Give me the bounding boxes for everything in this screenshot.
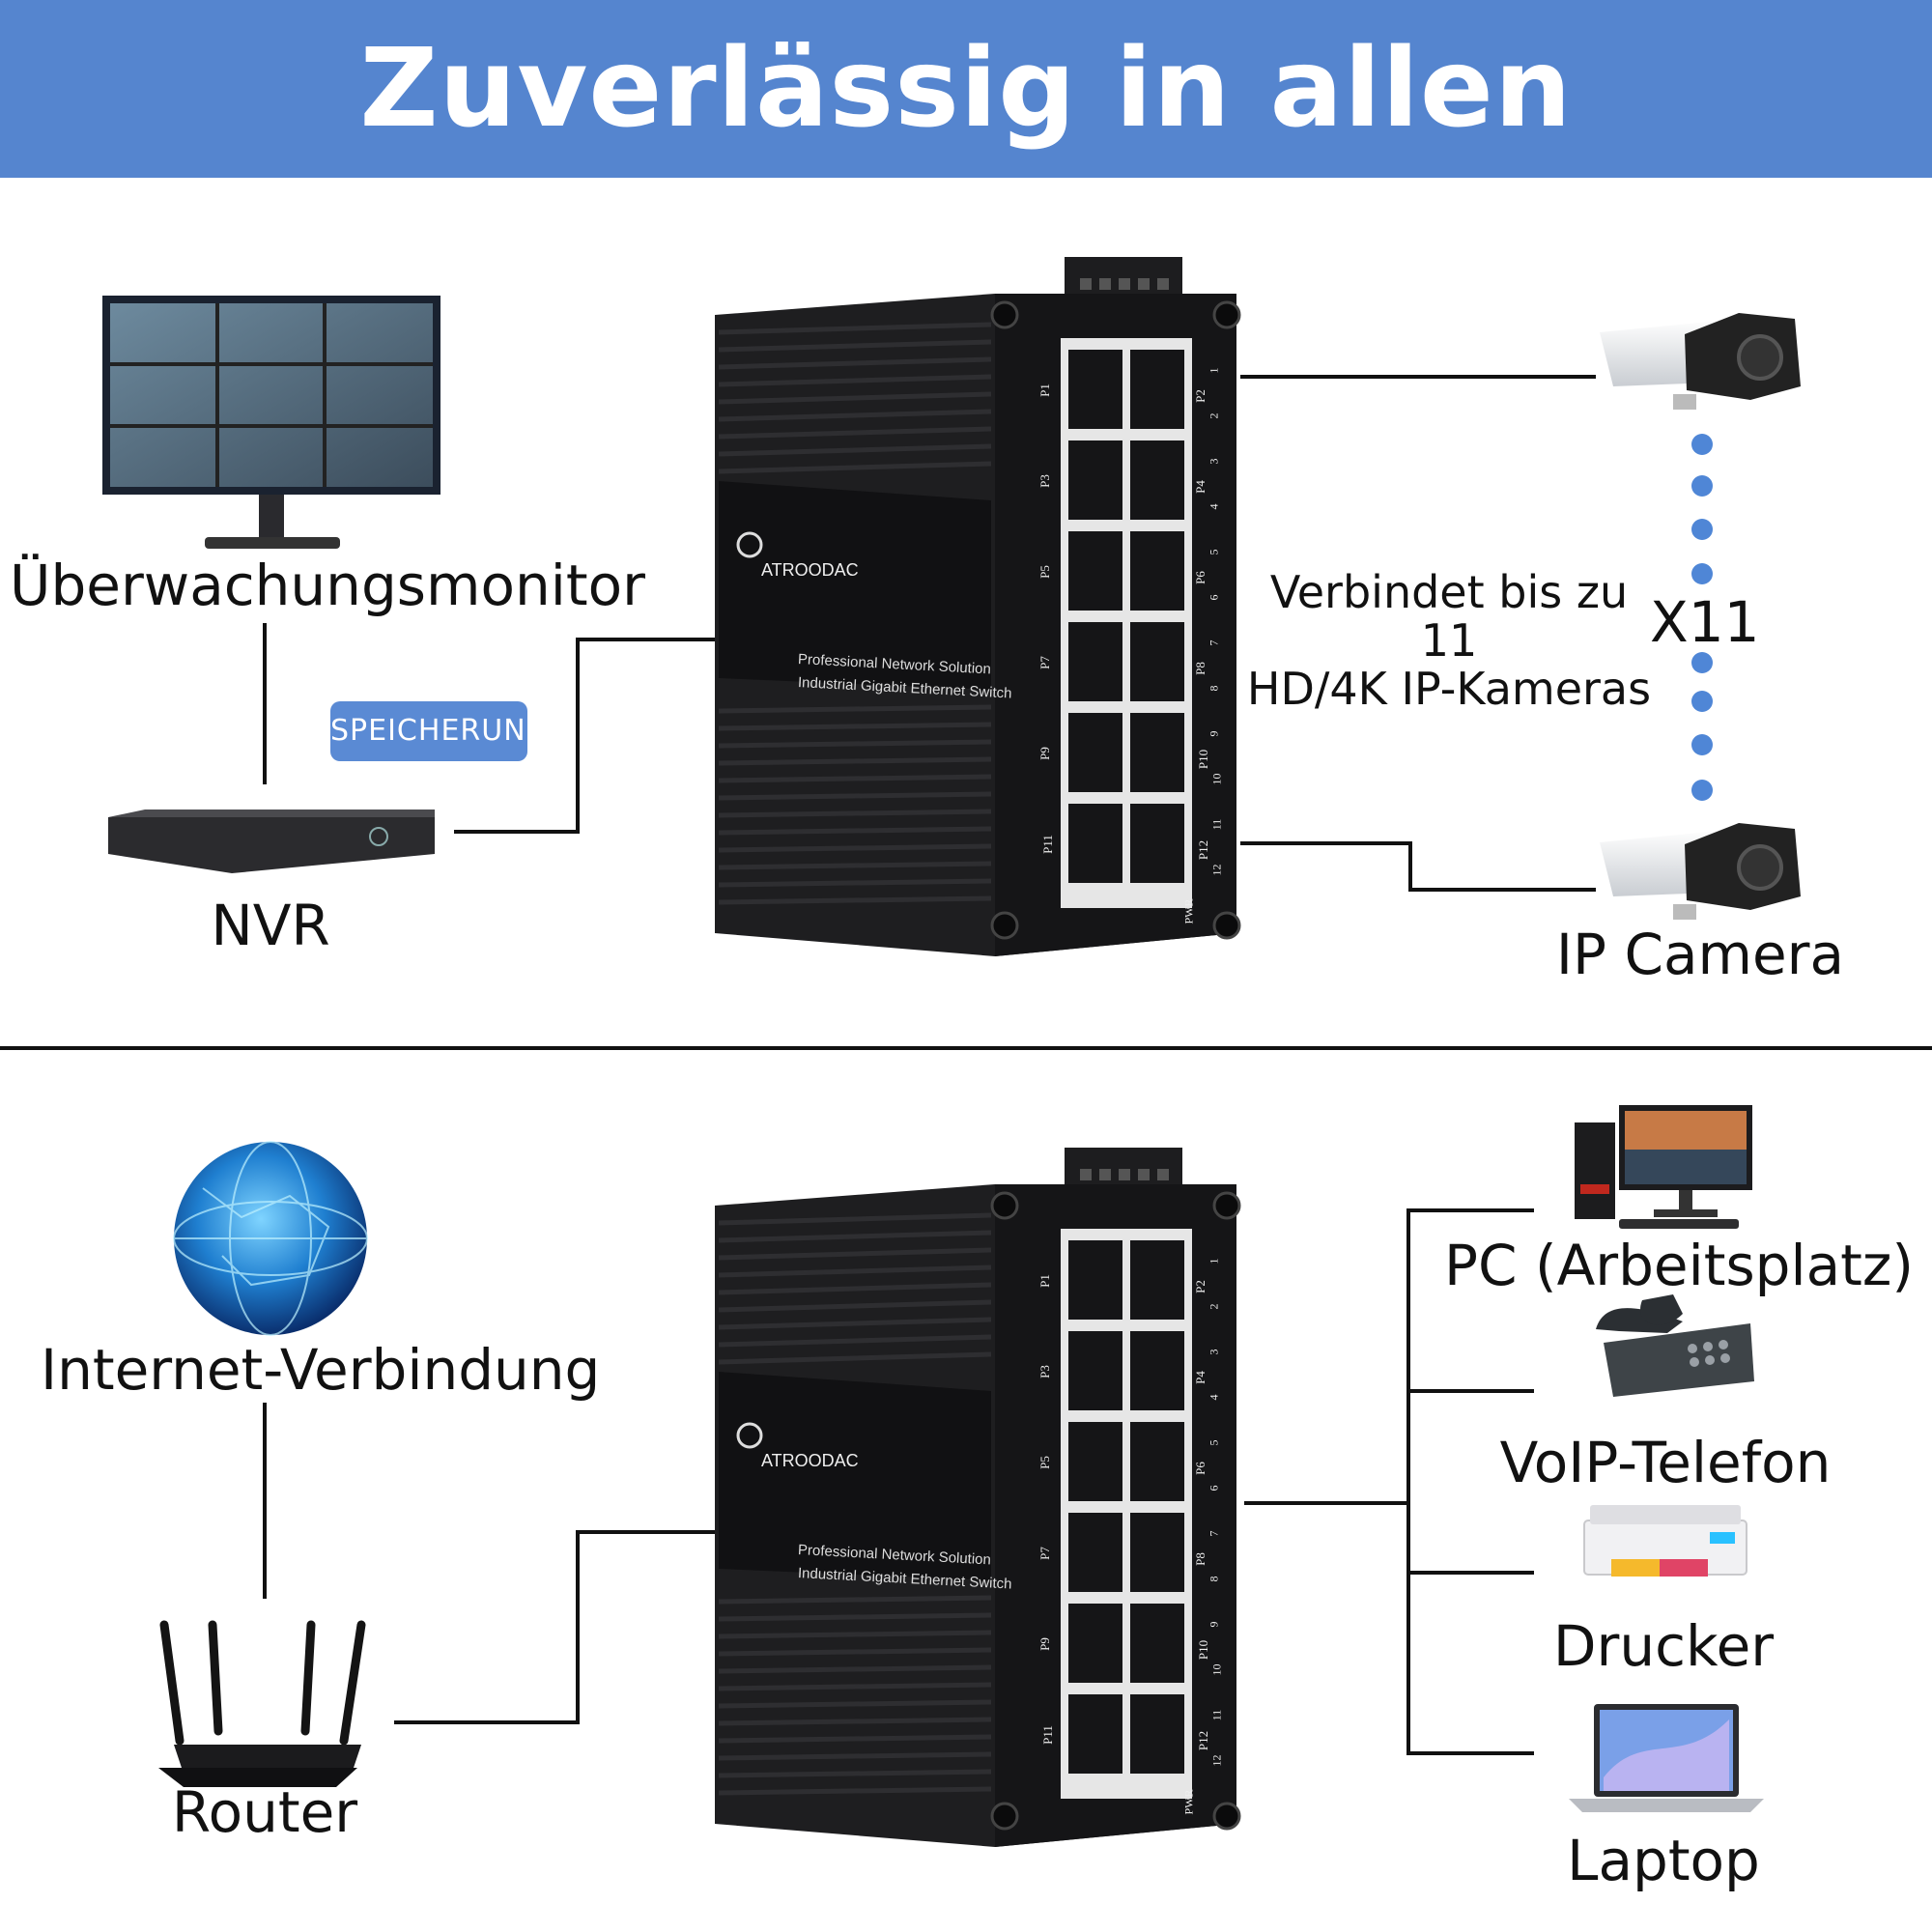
port-number: 1: [1207, 1258, 1221, 1264]
port-number: 5: [1207, 549, 1221, 555]
port-number: 12: [1209, 864, 1224, 876]
port-label-left: P7: [1037, 656, 1052, 669]
port-number: 2: [1207, 412, 1221, 419]
port-label-right: P4: [1192, 1371, 1208, 1384]
ip-camera-icon: [1600, 823, 1801, 920]
device-label-laptop: Laptop: [1567, 1828, 1760, 1893]
port-label-left: P9: [1037, 747, 1052, 760]
section-divider: [0, 1046, 1932, 1050]
router-label: Router: [171, 1779, 358, 1845]
port-number: 11: [1209, 1709, 1224, 1721]
port-number: 5: [1207, 1439, 1221, 1446]
device-label-printer: Drucker: [1552, 1613, 1775, 1679]
port-label-left: P3: [1037, 1365, 1052, 1378]
port-label-right: P2: [1192, 1280, 1208, 1293]
printer-icon: [1583, 1505, 1747, 1577]
port-number: 6: [1207, 1485, 1221, 1492]
port-label-left: P7: [1037, 1547, 1052, 1560]
port-label-right: P2: [1192, 389, 1208, 403]
port-label-right: P6: [1192, 571, 1208, 584]
port-label-left: P5: [1037, 1456, 1052, 1469]
router-icon: [158, 1620, 366, 1787]
port-number: 10: [1209, 1663, 1224, 1676]
monitor-label: Überwachungsmonitor: [10, 553, 645, 618]
desk-phone-icon: [1596, 1294, 1754, 1397]
port-label-left: P9: [1037, 1637, 1052, 1651]
ethernet-switch-icon: [715, 1148, 1239, 1847]
port-label-left: P11: [1039, 835, 1055, 854]
port-label-left: P5: [1037, 565, 1052, 579]
device-label-pc: PC (Arbeitsplatz): [1444, 1233, 1914, 1298]
globe-icon: [173, 1141, 368, 1336]
port-label-right: P10: [1196, 749, 1211, 770]
switch-top-brand: ATROODAC: [761, 560, 859, 580]
port-number: 4: [1207, 503, 1221, 510]
port-number: 11: [1209, 818, 1224, 831]
nvr-label: NVR: [211, 893, 330, 958]
surveillance-monitor-icon: [102, 296, 440, 549]
ip-camera-icon: [1600, 313, 1801, 410]
port-number: 12: [1209, 1754, 1224, 1767]
annotation-line-2: 11: [1420, 614, 1478, 667]
nvr-recorder-icon: [108, 810, 435, 873]
port-label-right: P8: [1192, 1552, 1208, 1566]
internet-label: Internet-Verbindung: [41, 1337, 601, 1403]
port-label-left: P3: [1037, 474, 1052, 488]
page-title: Zuverlässig in allen Einsatzbereichen: [359, 26, 1573, 329]
annotation-line-1: Verbindet bis zu: [1269, 566, 1629, 618]
port-label-left: P11: [1039, 1725, 1055, 1745]
port-label-right: P10: [1196, 1639, 1211, 1661]
port-number: 9: [1207, 1621, 1221, 1628]
port-label-left: P1: [1037, 384, 1052, 397]
port-label-right: P8: [1192, 662, 1208, 675]
port-label-left: P1: [1037, 1274, 1052, 1288]
device-label-phone: VoIP-Telefon: [1499, 1430, 1832, 1495]
port-label-right: P12: [1196, 1730, 1211, 1751]
port-number: 1: [1207, 367, 1221, 374]
laptop-icon: [1569, 1704, 1764, 1812]
port-number: 7: [1207, 639, 1221, 646]
camera-label: IP Camera: [1555, 922, 1845, 987]
port-number: 8: [1207, 1576, 1221, 1582]
port-label-right: P4: [1192, 480, 1208, 494]
camera-multiplier: X11: [1650, 589, 1760, 655]
port-number: 9: [1207, 730, 1221, 737]
port-number: 2: [1207, 1303, 1221, 1310]
port-label-right: P12: [1196, 839, 1211, 861]
connection-annotation: Verbindet bis zu 11 HD/4K IP-Kameras: [1246, 568, 1652, 713]
camera-series-dots: [1691, 434, 1713, 801]
port-number: 8: [1207, 685, 1221, 692]
port-number: 3: [1207, 1349, 1221, 1355]
annotation-line-3: HD/4K IP-Kameras: [1246, 663, 1652, 715]
switch-bottom-brand: ATROODAC: [761, 1451, 859, 1470]
ethernet-switch-icon: [715, 257, 1239, 956]
power-label: PWR: [1181, 898, 1196, 924]
port-number: 7: [1207, 1530, 1221, 1537]
port-number: 3: [1207, 458, 1221, 465]
header-banner: Zuverlässig in allen Einsatzbereichen: [0, 0, 1932, 329]
power-label: PWR: [1181, 1789, 1196, 1815]
port-number: 4: [1207, 1394, 1221, 1401]
port-label-right: P6: [1192, 1462, 1208, 1475]
port-number: 10: [1209, 773, 1224, 785]
storage-badge: SPEICHERUNG: [330, 701, 549, 761]
port-number: 6: [1207, 594, 1221, 601]
desktop-pc-icon: [1575, 1105, 1752, 1229]
